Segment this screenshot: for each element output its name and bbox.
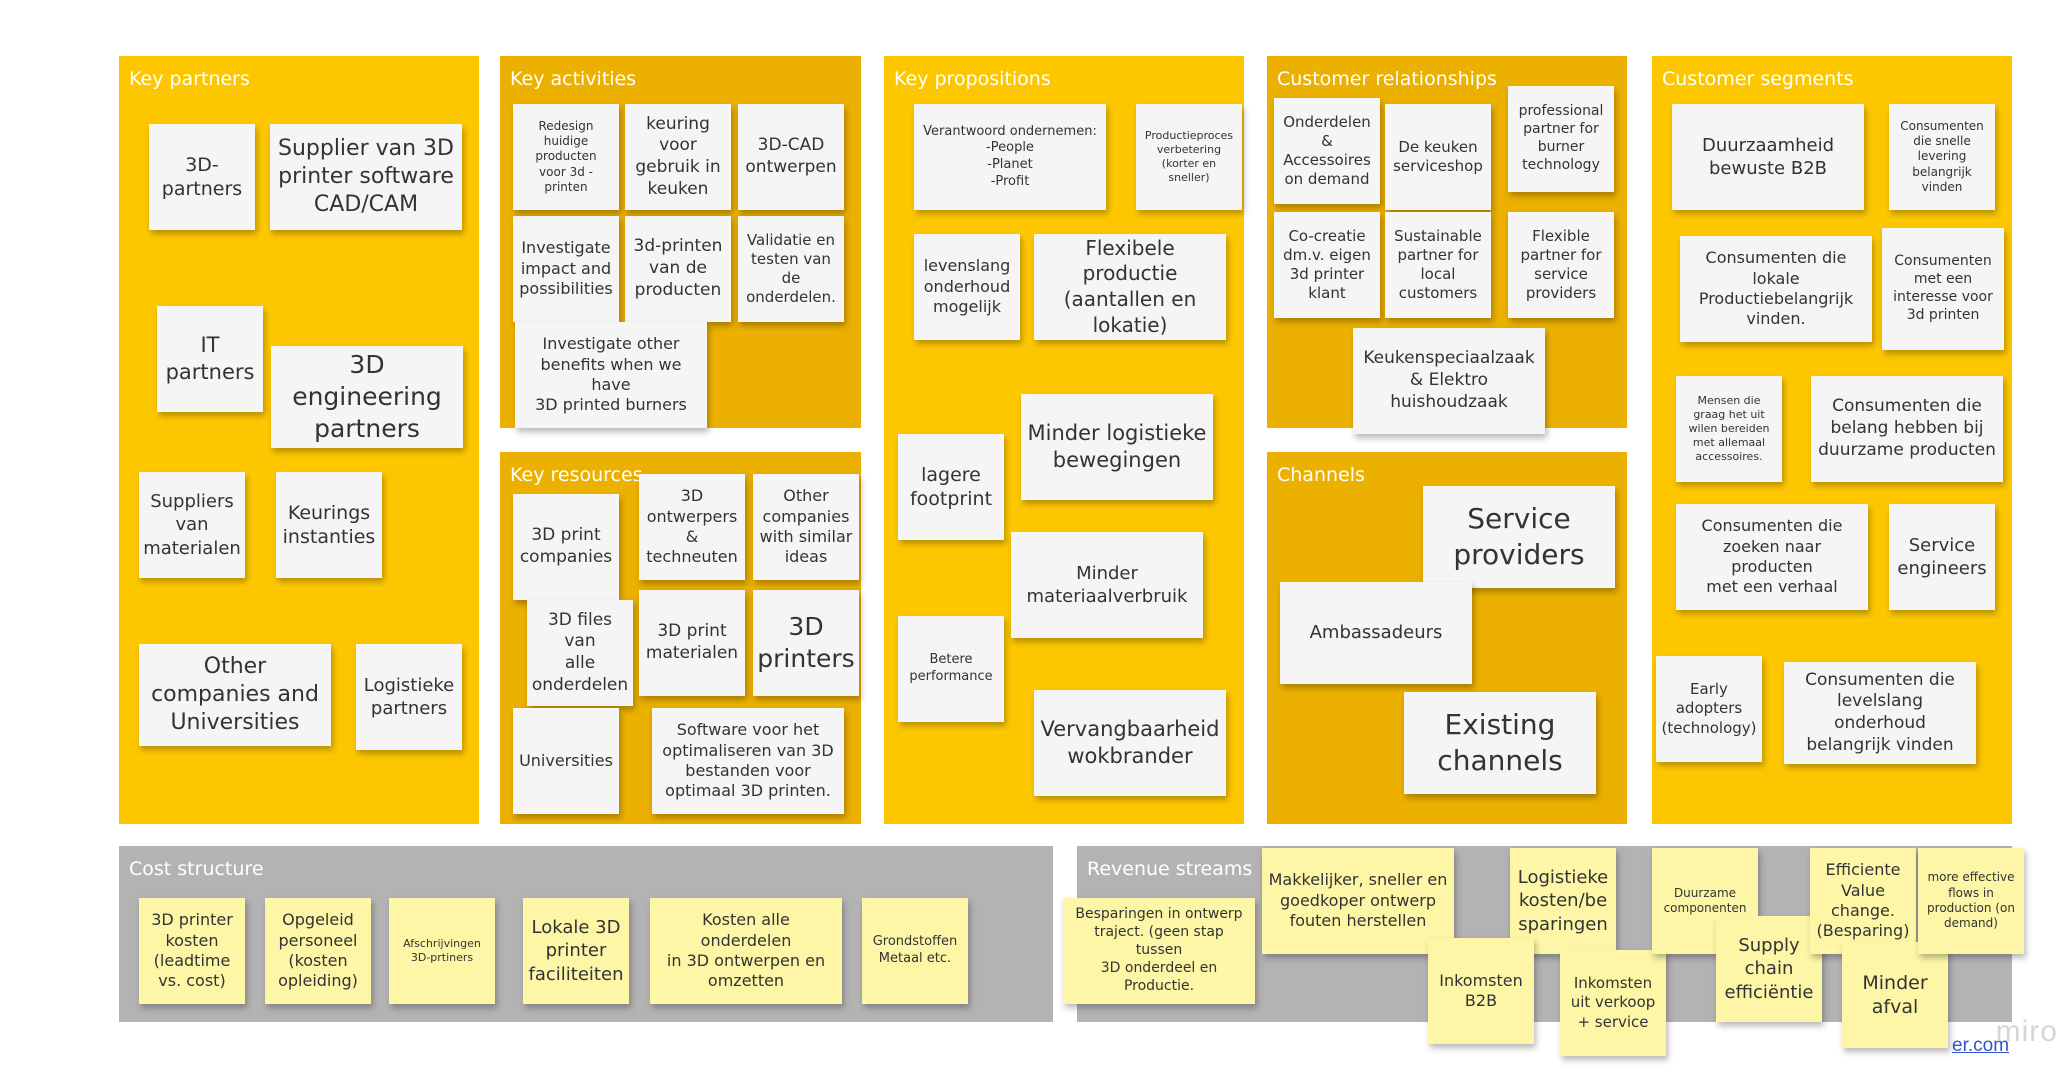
sticky-note[interactable]: Service providers	[1423, 486, 1615, 588]
sticky-note[interactable]: IT partners	[157, 306, 263, 412]
sticky-note[interactable]: Existing channels	[1404, 692, 1596, 794]
sticky-note[interactable]: Investigate other benefits when we have …	[515, 322, 707, 428]
sticky-note[interactable]: 3D printer kosten (leadtime vs. cost)	[139, 898, 245, 1004]
sticky-note[interactable]: 3D print materialen	[639, 590, 745, 696]
sticky-note[interactable]: Flexibele productie (aantallen en lokati…	[1034, 234, 1226, 340]
sticky-note[interactable]: Flexible partner for service providers	[1508, 212, 1614, 318]
sticky-note[interactable]: Verantwoord ondernemen: -People -Planet …	[914, 104, 1106, 210]
sticky-note[interactable]: lagere footprint	[898, 434, 1004, 540]
sticky-note[interactable]: Minder afval	[1842, 942, 1948, 1048]
sticky-note[interactable]: Duurzaamheid bewuste B2B	[1672, 104, 1864, 210]
sticky-note[interactable]: 3D files van alle onderdelen	[527, 600, 633, 706]
sticky-note[interactable]: Opgeleid personeel (kosten opleiding)	[265, 898, 371, 1004]
sticky-note[interactable]: professional partner for burner technolo…	[1508, 86, 1614, 192]
sticky-note[interactable]: 3D print companies	[513, 494, 619, 600]
sticky-note[interactable]: Productieproces verbetering (korter en s…	[1136, 104, 1242, 210]
sticky-note[interactable]: Supplier van 3D printer software CAD/CAM	[270, 124, 462, 230]
sticky-note[interactable]: more effective flows in production (on d…	[1918, 848, 2024, 954]
sticky-note[interactable]: Lokale 3D printer faciliteiten	[523, 898, 629, 1004]
sticky-note[interactable]: Co-creatie dm.v. eigen 3d printer klant	[1274, 212, 1380, 318]
sticky-note[interactable]: 3D- partners	[149, 124, 255, 230]
sticky-note[interactable]: Software voor het optimaliseren van 3D b…	[652, 708, 844, 814]
sticky-note[interactable]: Betere performance	[898, 616, 1004, 722]
channels-title: Channels	[1277, 464, 1365, 486]
key-partners-title: Key partners	[129, 68, 250, 90]
customer-relationships-title: Customer relationships	[1277, 68, 1497, 90]
key-activities-title: Key activities	[510, 68, 637, 90]
sticky-note[interactable]: Other companies and Universities	[139, 644, 331, 746]
sticky-note[interactable]: Consumenten die levelslang onderhoud bel…	[1784, 662, 1976, 764]
sticky-note[interactable]: Early adopters (technology)	[1656, 656, 1762, 762]
sticky-note[interactable]: Minder logistieke bewegingen	[1021, 394, 1213, 500]
sticky-note[interactable]: Grondstoffen Metaal etc.	[862, 898, 968, 1004]
revenue-streams-title: Revenue streams	[1087, 858, 1253, 880]
sticky-note[interactable]: Minder materiaalverbruik	[1011, 532, 1203, 638]
sticky-note[interactable]: 3D engineering partners	[271, 346, 463, 448]
sticky-note[interactable]: Makkelijker, sneller en goedkoper ontwer…	[1262, 848, 1454, 954]
sticky-note[interactable]: Keukenspeciaalzaak & Elektro huishoudzaa…	[1353, 328, 1545, 434]
sticky-note[interactable]: Consumenten die zoeken naar producten me…	[1676, 504, 1868, 610]
sticky-note[interactable]: 3D ontwerpers & techneuten	[639, 474, 745, 580]
sticky-note[interactable]: Kosten alle onderdelen in 3D ontwerpen e…	[650, 898, 842, 1004]
sticky-note[interactable]: Suppliers van materialen	[139, 472, 245, 578]
sticky-note[interactable]: Onderdelen & Accessoires on demand	[1274, 98, 1380, 204]
key-resources-title: Key resources	[510, 464, 643, 486]
board-link[interactable]: er.com	[1952, 1035, 2010, 1056]
sticky-note[interactable]: Keurings instanties	[276, 472, 382, 578]
miro-logo: miro	[1995, 1015, 2058, 1048]
sticky-note[interactable]: Investigate impact and possibilities	[513, 216, 619, 322]
customer-segments-title: Customer segments	[1662, 68, 1854, 90]
sticky-note[interactable]: levenslang onderhoud mogelijk	[914, 234, 1020, 340]
sticky-note[interactable]: Universities	[513, 708, 619, 814]
sticky-note[interactable]: Redesign huidige producten voor 3d - pri…	[513, 104, 619, 210]
sticky-note[interactable]: Service engineers	[1889, 504, 1995, 610]
sticky-note[interactable]: Inkomsten uit verkoop + service	[1560, 950, 1666, 1056]
sticky-note[interactable]: Consumenten die belang hebben bij duurza…	[1811, 376, 2003, 482]
sticky-note[interactable]: Consumenten die lokale Productiebelangri…	[1680, 236, 1872, 342]
sticky-note[interactable]: Consumenten die snelle levering belangri…	[1889, 104, 1995, 210]
sticky-note[interactable]: 3D printers	[753, 590, 859, 696]
sticky-note[interactable]: Sustainable partner for local customers	[1385, 212, 1491, 318]
sticky-note[interactable]: Logistieke kosten/be sparingen	[1510, 848, 1616, 954]
sticky-note[interactable]: Vervangbaarheid wokbrander	[1034, 690, 1226, 796]
sticky-note[interactable]: Besparingen in ontwerp traject. (geen st…	[1063, 898, 1255, 1004]
sticky-note[interactable]: 3D-CAD ontwerpen	[738, 104, 844, 210]
cost-structure-title: Cost structure	[129, 858, 264, 880]
sticky-note[interactable]: Efficiente Value change. (Besparing)	[1810, 848, 1916, 954]
sticky-note[interactable]: keuring voor gebruik in keuken	[625, 104, 731, 210]
sticky-note[interactable]: Inkomsten B2B	[1428, 938, 1534, 1044]
sticky-note[interactable]: Afschrijvingen 3D-prtiners	[389, 898, 495, 1004]
sticky-note[interactable]: Other companies with similar ideas	[753, 474, 859, 580]
key-propositions-title: Key propositions	[894, 68, 1051, 90]
sticky-note[interactable]: Mensen die graag het uit wilen bereiden …	[1676, 376, 1782, 482]
sticky-note[interactable]: Logistieke partners	[356, 644, 462, 750]
sticky-note[interactable]: De keuken serviceshop	[1385, 104, 1491, 210]
sticky-note[interactable]: 3d-printen van de producten	[625, 216, 731, 322]
sticky-note[interactable]: Consumenten met een interesse voor 3d pr…	[1882, 228, 2004, 350]
sticky-note[interactable]: Supply chain efficiëntie	[1716, 916, 1822, 1022]
sticky-note[interactable]: Ambassadeurs	[1280, 582, 1472, 684]
sticky-note[interactable]: Validatie en testen van de onderdelen.	[738, 216, 844, 322]
